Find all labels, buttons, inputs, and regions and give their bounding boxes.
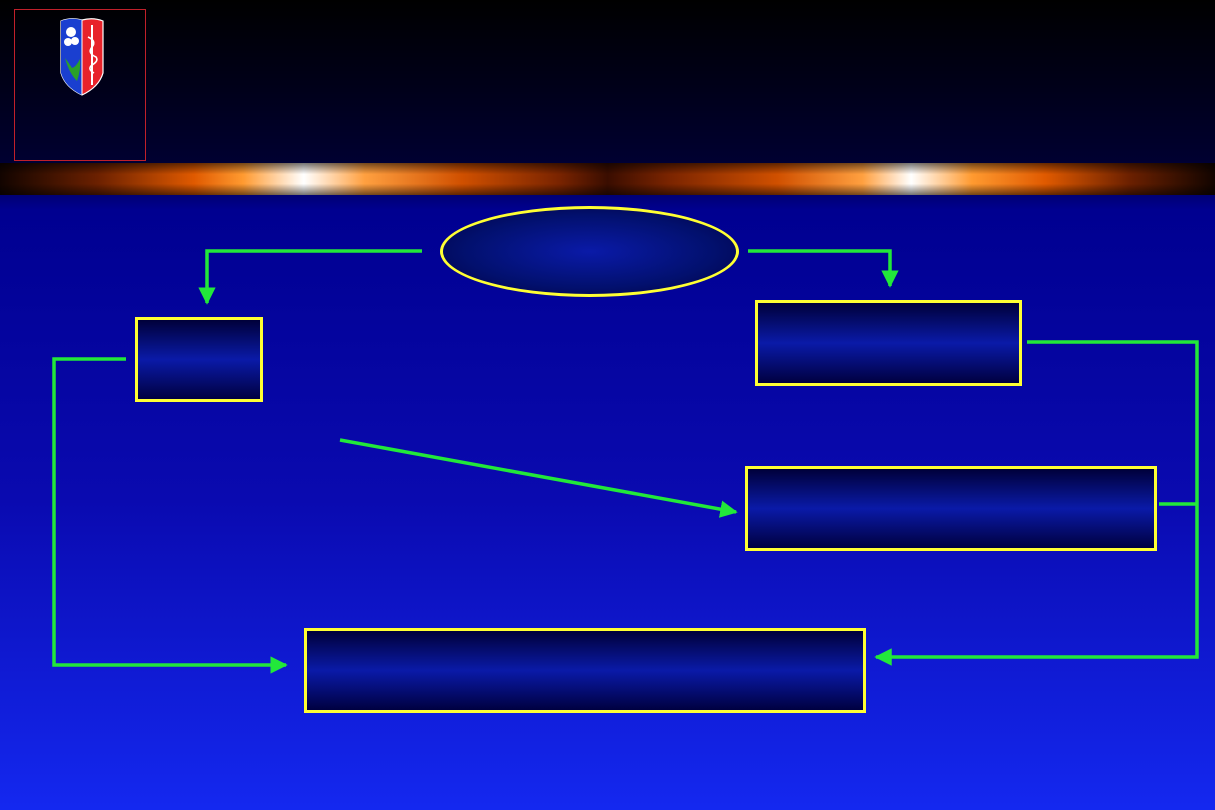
middle-right-box-node [745,466,1157,551]
connector-left-to-bottom [52,357,288,674]
right-box-node [755,300,1022,386]
left-box-node [135,317,263,402]
coat-of-arms-icon [60,18,104,96]
bottom-box-node [304,628,866,713]
connector-diagonal-to-middle [339,438,738,518]
connector-top-to-left [198,249,422,305]
header-glow-divider [0,163,1215,195]
top-ellipse-node [440,206,739,297]
connector-top-to-right [748,249,899,288]
connector-right-bracket [874,340,1199,666]
logo-frame [14,9,146,161]
